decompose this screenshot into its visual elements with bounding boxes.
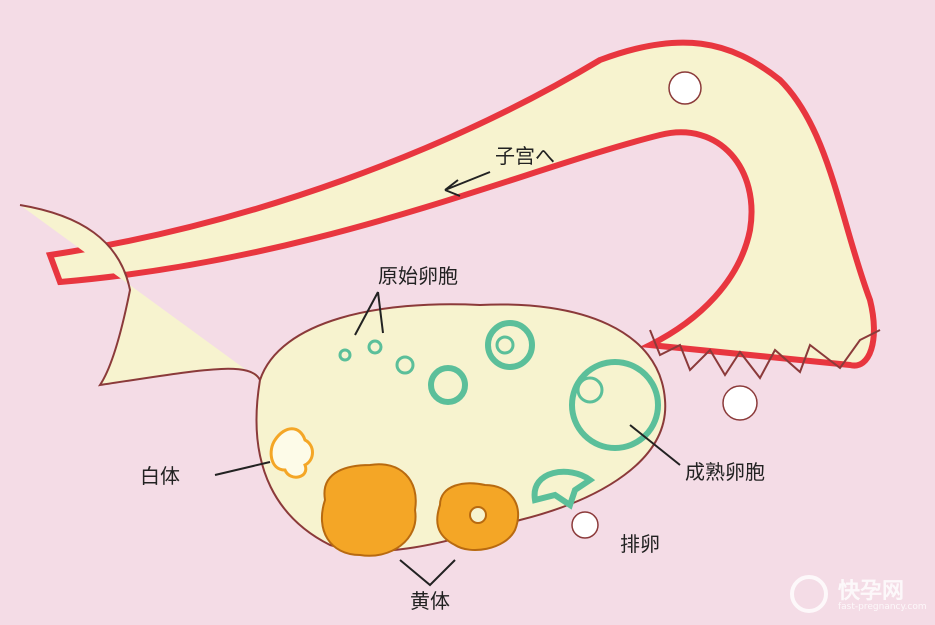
label-corpus-luteum: 黄体 [410, 589, 450, 613]
label-mature-follicle: 成熟卵胞 [685, 460, 765, 484]
label-corpus-albicans: 白体 [140, 464, 180, 488]
label-primordial-follicle: 原始卵胞 [378, 264, 458, 288]
corpus-luteum [320, 463, 520, 557]
watermark-url: fast-pregnancy.com [838, 602, 927, 612]
watermark-logo-icon [790, 575, 828, 613]
label-to-uterus: 子宫へ [495, 144, 555, 168]
pointer-lines [214, 171, 681, 587]
watermark-name: 快孕网 [838, 579, 905, 604]
growing-follicles [428, 320, 661, 451]
corpus-albicans [269, 427, 314, 479]
primordial-follicles [338, 339, 415, 375]
ligament [19, 204, 261, 387]
ruptured-follicle [531, 468, 596, 510]
fimbriae [649, 329, 881, 380]
ova [571, 71, 758, 539]
label-ovulation: 排卵 [620, 532, 660, 556]
fallopian-tube [45, 39, 877, 369]
